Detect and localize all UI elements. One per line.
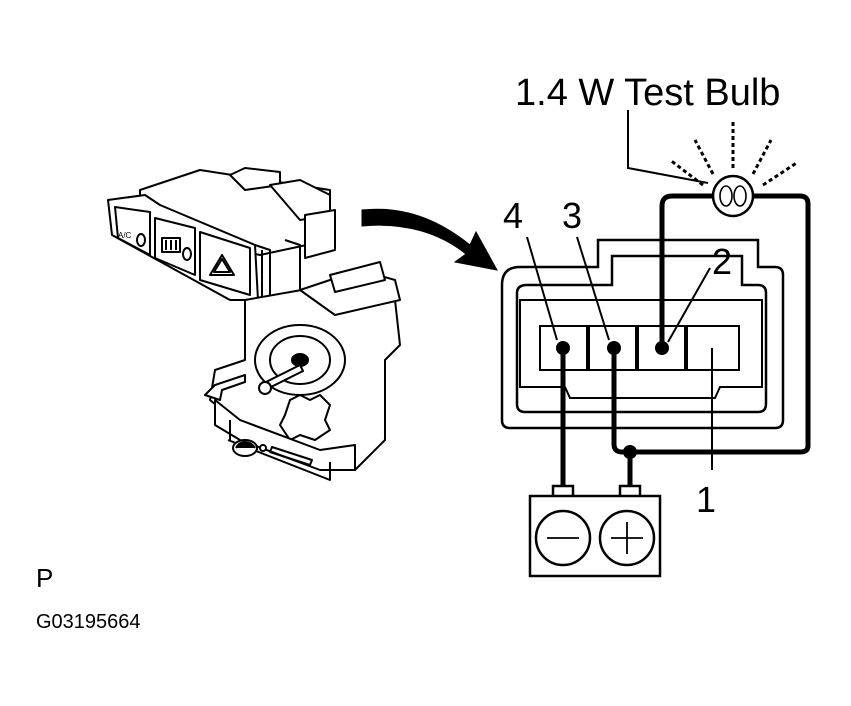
pin-3-leader bbox=[576, 236, 610, 341]
connector-outer-housing bbox=[500, 238, 785, 430]
terminal-4-contact bbox=[556, 341, 570, 355]
pin-4-leader bbox=[526, 236, 558, 341]
test-wires bbox=[560, 193, 811, 488]
pin-label-1: 1 bbox=[696, 479, 716, 520]
wire-junction bbox=[623, 445, 637, 459]
wire-bulb-to-terminal-2 bbox=[659, 193, 713, 348]
battery bbox=[528, 484, 662, 578]
switch-button-label: A/C bbox=[118, 231, 132, 240]
terminal-cavities bbox=[539, 325, 740, 371]
switch-assembly-illustration: A/C bbox=[107, 167, 401, 481]
pin-2-leader bbox=[667, 267, 711, 343]
bulb-glow-rays bbox=[669, 120, 799, 187]
wire-bulb-to-battery-positive bbox=[627, 193, 811, 488]
bulb-label-leader bbox=[627, 110, 709, 184]
junction-dots bbox=[556, 341, 669, 459]
pin-label-3: 3 bbox=[562, 195, 582, 236]
panel-mark: P bbox=[36, 563, 53, 593]
terminal-3-contact bbox=[607, 341, 621, 355]
pin-label-2: 2 bbox=[712, 241, 732, 282]
figure-code: G03195664 bbox=[36, 611, 141, 633]
terminal-2-contact bbox=[655, 341, 669, 355]
test-bulb bbox=[669, 120, 799, 218]
bulb-label: 1.4 W Test Bulb bbox=[515, 72, 780, 114]
leader-lines bbox=[526, 110, 713, 470]
wire-terminal-3-to-battery-positive bbox=[611, 348, 630, 455]
pin-label-4: 4 bbox=[503, 195, 523, 236]
direction-arrow bbox=[361, 208, 498, 271]
